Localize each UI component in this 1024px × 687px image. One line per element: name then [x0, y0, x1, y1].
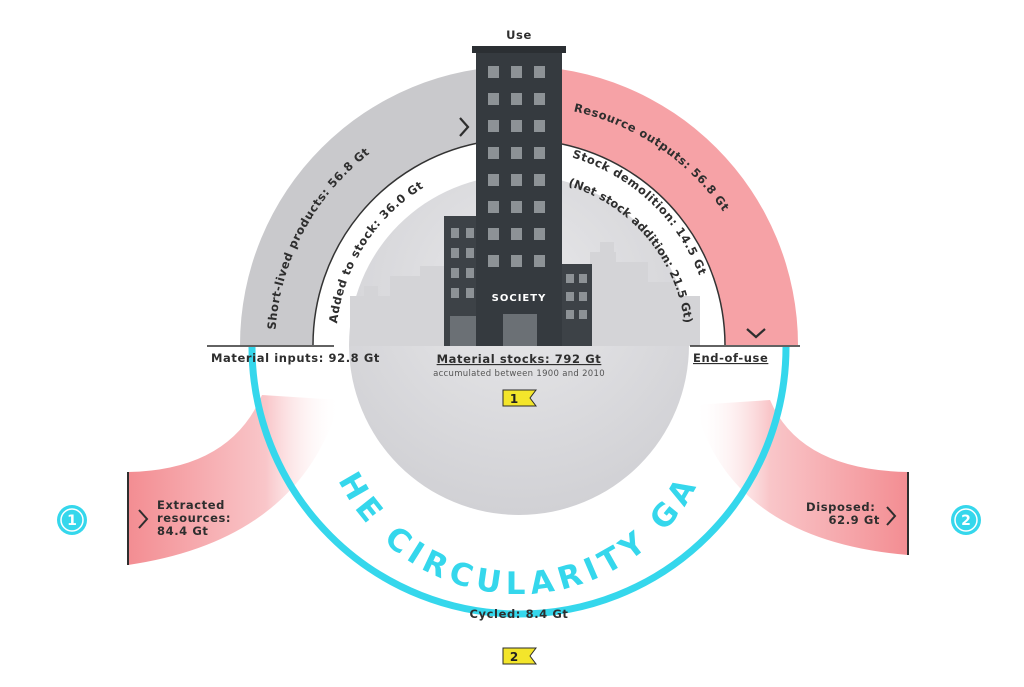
flag-one: 1	[502, 389, 537, 407]
use-label: Use	[506, 28, 532, 42]
circularity-ring	[248, 346, 790, 618]
building-window	[566, 310, 574, 319]
building-window	[488, 174, 499, 186]
svg-text:1: 1	[510, 392, 518, 406]
building-window	[534, 147, 545, 159]
disposed-chevron-icon	[886, 506, 897, 526]
building-window	[579, 274, 587, 283]
skyline	[350, 242, 700, 346]
cycled-label: Cycled: 8.4 Gt	[469, 607, 568, 621]
society-label: SOCIETY	[492, 293, 547, 304]
building-window	[511, 201, 522, 213]
building-window	[579, 292, 587, 301]
building-window	[579, 310, 587, 319]
end-of-use-label: End-of-use	[693, 351, 768, 365]
building-window	[466, 288, 474, 298]
svg-text:2: 2	[510, 650, 518, 664]
building-window	[488, 66, 499, 78]
extracted-label: Extracted resources: 84.4 Gt	[157, 498, 236, 538]
badge-one: 1	[57, 505, 87, 535]
flag-two: 2	[502, 647, 537, 665]
building-window	[534, 120, 545, 132]
building-window	[451, 228, 459, 238]
building-window	[488, 93, 499, 105]
added-stock-line	[312, 142, 479, 346]
building-window	[511, 66, 522, 78]
chevron-right-icon	[459, 117, 470, 137]
building-window	[511, 147, 522, 159]
building-window	[511, 255, 522, 267]
svg-text:2: 2	[961, 513, 971, 529]
building-window	[451, 288, 459, 298]
svg-text:1: 1	[67, 513, 77, 529]
pink-arc-band	[519, 66, 798, 345]
material-inputs-label: Material inputs: 92.8 Gt	[211, 351, 380, 365]
extracted-flow	[128, 395, 340, 565]
building-window	[451, 268, 459, 278]
society-building	[444, 46, 592, 346]
building-window	[488, 228, 499, 240]
accumulated-label: accumulated between 1900 and 2010	[433, 369, 605, 379]
building-window	[488, 201, 499, 213]
building-window	[488, 147, 499, 159]
demolition-line	[561, 143, 726, 346]
building-window	[466, 248, 474, 258]
building-window	[534, 255, 545, 267]
building-window	[534, 93, 545, 105]
building-window	[534, 228, 545, 240]
building-window	[511, 228, 522, 240]
disposed-label: Disposed: 62.9 Gt	[806, 500, 880, 527]
building-window	[534, 66, 545, 78]
building-window	[566, 274, 574, 283]
building-window	[511, 93, 522, 105]
extracted-chevron-icon	[138, 509, 149, 529]
building-window	[511, 120, 522, 132]
building-window	[534, 201, 545, 213]
disposed-flow	[695, 400, 908, 555]
building-window	[466, 228, 474, 238]
building-window	[488, 120, 499, 132]
building-window	[466, 268, 474, 278]
chevron-down-icon	[746, 328, 766, 339]
building-window	[451, 248, 459, 258]
building-window	[566, 292, 574, 301]
grey-arc-band	[240, 66, 519, 345]
building-window	[511, 174, 522, 186]
building-window	[488, 255, 499, 267]
badge-two: 2	[951, 505, 981, 535]
building-window	[534, 174, 545, 186]
material-stocks-label: Material stocks: 792 Gt	[437, 352, 602, 366]
